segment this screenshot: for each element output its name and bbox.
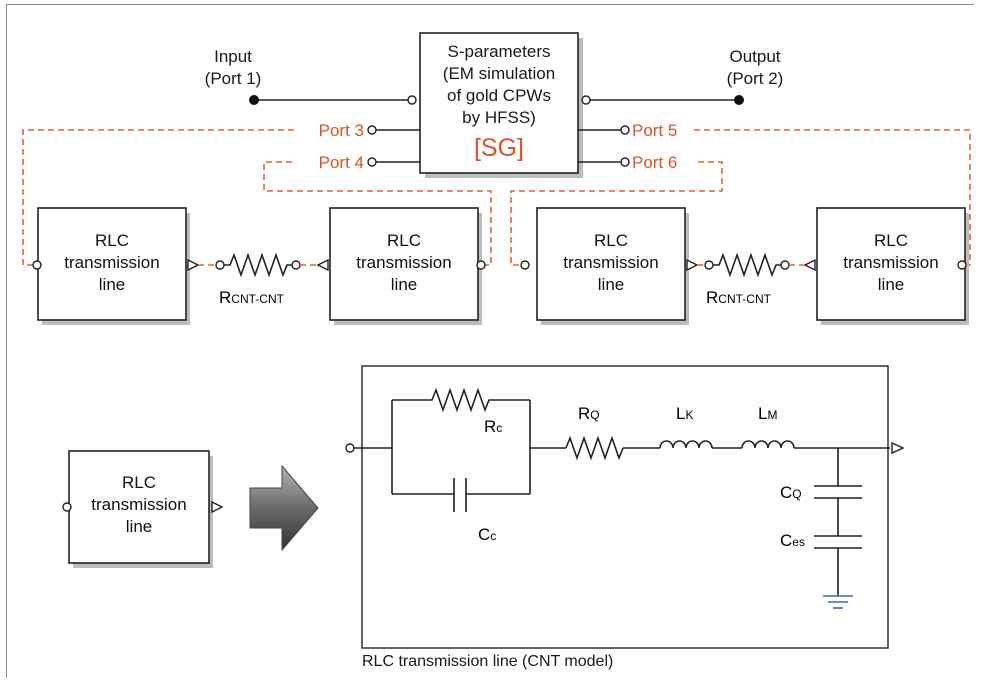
- rlc-box-1: RLC transmission line: [32, 207, 200, 325]
- rlc-2-line2: transmission: [356, 253, 451, 272]
- port-6: Port 6: [578, 153, 677, 172]
- lm-label: LM: [758, 404, 777, 423]
- rq-label: RQ: [578, 404, 600, 423]
- port-4: Port 4: [319, 153, 420, 172]
- input-sublabel: (Port 1): [205, 69, 262, 88]
- sp-tag: [SG]: [474, 134, 524, 162]
- s-parameter-block: S-parameters (EM simulation of gold CPWs…: [419, 32, 583, 178]
- rlc-5-line2: transmission: [91, 495, 186, 514]
- rlc-5-line1: RLC: [122, 473, 156, 492]
- port-5-label: Port 5: [632, 121, 677, 140]
- output-port: Output (Port 2): [581, 47, 784, 105]
- cnt-model-caption: RLC transmission line (CNT model): [362, 653, 613, 670]
- output-sublabel: (Port 2): [727, 69, 784, 88]
- rlc-4-line1: RLC: [874, 231, 908, 250]
- rlc-2-line1: RLC: [387, 231, 421, 250]
- rlc-1-line1: RLC: [95, 231, 129, 250]
- sp-line-4: by HFSS): [462, 108, 536, 127]
- rlc-5-line3: line: [126, 517, 152, 536]
- input-port: Input (Port 1): [205, 47, 417, 105]
- resistor-cnt-cnt-right: RCNT-CNT: [697, 252, 805, 307]
- port-4-label: Port 4: [319, 153, 364, 172]
- rlc-3-line2: transmission: [563, 253, 658, 272]
- port-5: Port 5: [578, 121, 677, 140]
- ces-label: Ces: [780, 531, 805, 550]
- rlc-box-model-source: RLC transmission line: [62, 450, 224, 568]
- cc-label: Cc: [478, 525, 496, 544]
- figure-frame: [6, 4, 974, 678]
- rlc-box-4: RLC transmission line: [803, 207, 969, 325]
- r-cnt-cnt-right-label: RCNT-CNT: [706, 288, 772, 307]
- rlc-box-2: RLC transmission line: [316, 207, 486, 325]
- cq-label: CQ: [780, 483, 802, 502]
- output-label: Output: [729, 47, 780, 66]
- rlc-box-3: RLC transmission line: [520, 207, 699, 325]
- rc-label: Rc: [484, 417, 502, 436]
- rlc-3-line1: RLC: [594, 231, 628, 250]
- rlc-2-line3: line: [391, 275, 417, 294]
- cnt-model-box: RLC transmission line (CNT model) Rc Cc …: [345, 365, 905, 670]
- sp-title: S-parameters: [448, 42, 551, 61]
- rlc-4-line2: transmission: [843, 253, 938, 272]
- lk-label: LK: [676, 404, 693, 423]
- expand-arrow-icon: [249, 464, 319, 552]
- sp-line-2: (EM simulation: [443, 64, 555, 83]
- rlc-1-line3: line: [99, 275, 125, 294]
- r-cnt-cnt-left-label: RCNT-CNT: [219, 288, 285, 307]
- input-label: Input: [214, 47, 252, 66]
- resistor-cnt-cnt-left: RCNT-CNT: [198, 252, 318, 307]
- port-3: Port 3: [319, 121, 420, 140]
- rlc-1-line2: transmission: [64, 253, 159, 272]
- port-3-label: Port 3: [319, 121, 364, 140]
- port-6-label: Port 6: [632, 153, 677, 172]
- rlc-3-line3: line: [598, 275, 624, 294]
- sp-line-3: of gold CPWs: [447, 86, 551, 105]
- rlc-4-line3: line: [878, 275, 904, 294]
